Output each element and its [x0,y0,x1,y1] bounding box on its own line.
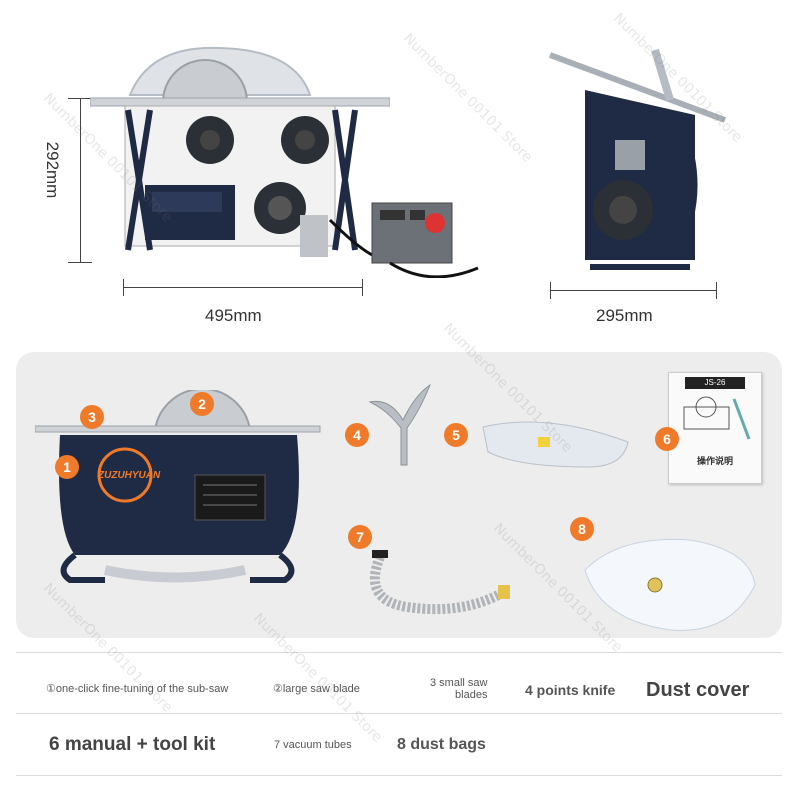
front-view-machine [90,46,390,260]
brand-logo-text: ZUZUHYUAN [98,470,161,481]
width-dimension-cap-left [123,279,124,296]
badge-1: 1 [55,455,79,479]
depth-dimension-cap-left [550,282,551,299]
legend-item-4: 4 points knife [525,682,616,698]
vacuum-tube-illustration [370,550,510,615]
side-view-machine [548,48,727,270]
height-dimension-cap-bottom [68,262,92,263]
legend-item-2: ②large saw blade [273,683,360,695]
riving-knife-illustration [368,383,432,466]
width-dimension-cap-right [362,279,363,296]
height-dimension-cap-top [68,98,92,99]
legend-divider-mid [16,713,782,714]
blade-guard-illustration [482,421,629,468]
watermark-2: NumberOne 00101 Store [399,30,536,166]
manual-code: JS-26 [685,377,745,389]
legend-divider-bottom [16,775,782,776]
dust-bag-illustration [584,538,756,631]
badge-8: 8 [570,517,594,541]
badge-6: 6 [655,427,679,451]
legend-divider-top [16,652,782,653]
badge-3: 3 [80,405,104,429]
depth-dimension-cap-right [716,282,717,299]
badge-5: 5 [444,423,468,447]
legend-item-6: 6 manual + tool kit [49,734,216,755]
legend-item-8: 8 dust bags [397,736,486,753]
badge-7: 7 [348,525,372,549]
width-dimension-line [123,287,363,288]
saw-front-illustration [35,390,321,583]
manual-title: 操作说明 [696,456,733,466]
manual-diagram [683,396,751,440]
height-dimension-label: 292mm [43,141,62,199]
legend-item-1: ①one-click fine-tuning of the sub-saw [46,683,229,695]
legend-item-5: Dust cover [646,679,750,701]
badge-2: 2 [190,392,214,416]
manual-booklet: JS-26 操作说明 [668,372,762,484]
switch-box [371,202,479,278]
badge-4: 4 [345,423,369,447]
legend-item-7: 7 vacuum tubes [274,739,352,751]
depth-dimension-label: 295mm [596,306,653,325]
width-dimension-label: 495mm [205,306,262,325]
height-dimension-line [80,98,81,263]
depth-dimension-line [550,290,717,291]
